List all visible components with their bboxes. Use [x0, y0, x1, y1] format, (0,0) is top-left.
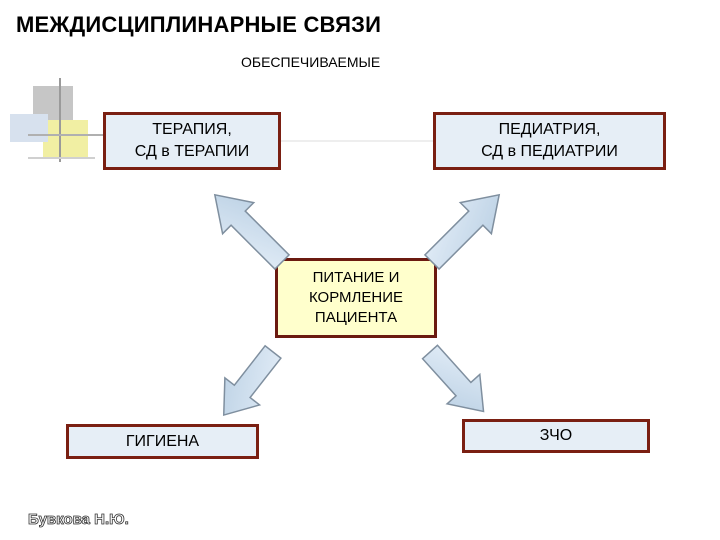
nutrition-center-box: ПИТАНИЕ И КОРМЛЕНИЕ ПАЦИЕНТА — [275, 258, 437, 338]
arrow-to-zcho-icon — [421, 344, 485, 413]
decorative-squares — [10, 78, 120, 162]
zcho-box: ЗЧО — [462, 419, 650, 453]
nutrition-center-label: ПИТАНИЕ И КОРМЛЕНИЕ ПАЦИЕНТА — [308, 269, 404, 326]
hygiene-box: ГИГИЕНА — [66, 424, 259, 459]
pediatrics-box: ПЕДИАТРИЯ, СД в ПЕДИАТРИИ — [433, 112, 666, 170]
author-signature: Бувкова Н.Ю. — [28, 511, 130, 529]
therapy-label: ТЕРАПИЯ, СД в ТЕРАПИИ — [134, 121, 250, 160]
therapy-box: ТЕРАПИЯ, СД в ТЕРАПИИ — [103, 112, 281, 170]
arrow-to-pediatrics-icon — [423, 193, 501, 271]
arrow-to-hygiene-icon — [222, 344, 282, 417]
arrow-to-therapy-icon — [213, 193, 291, 271]
hygiene-label: ГИГИЕНА — [125, 432, 200, 450]
page-subtitle: ОБЕСПЕЧИВАЕМЫЕ — [241, 54, 381, 70]
pediatrics-label: ПЕДИАТРИЯ, СД в ПЕДИАТРИИ — [481, 121, 618, 160]
zcho-label: ЗЧО — [539, 427, 573, 444]
page-title: МЕЖДИСЦИПЛИНАРНЫЕ СВЯЗИ — [16, 12, 382, 37]
